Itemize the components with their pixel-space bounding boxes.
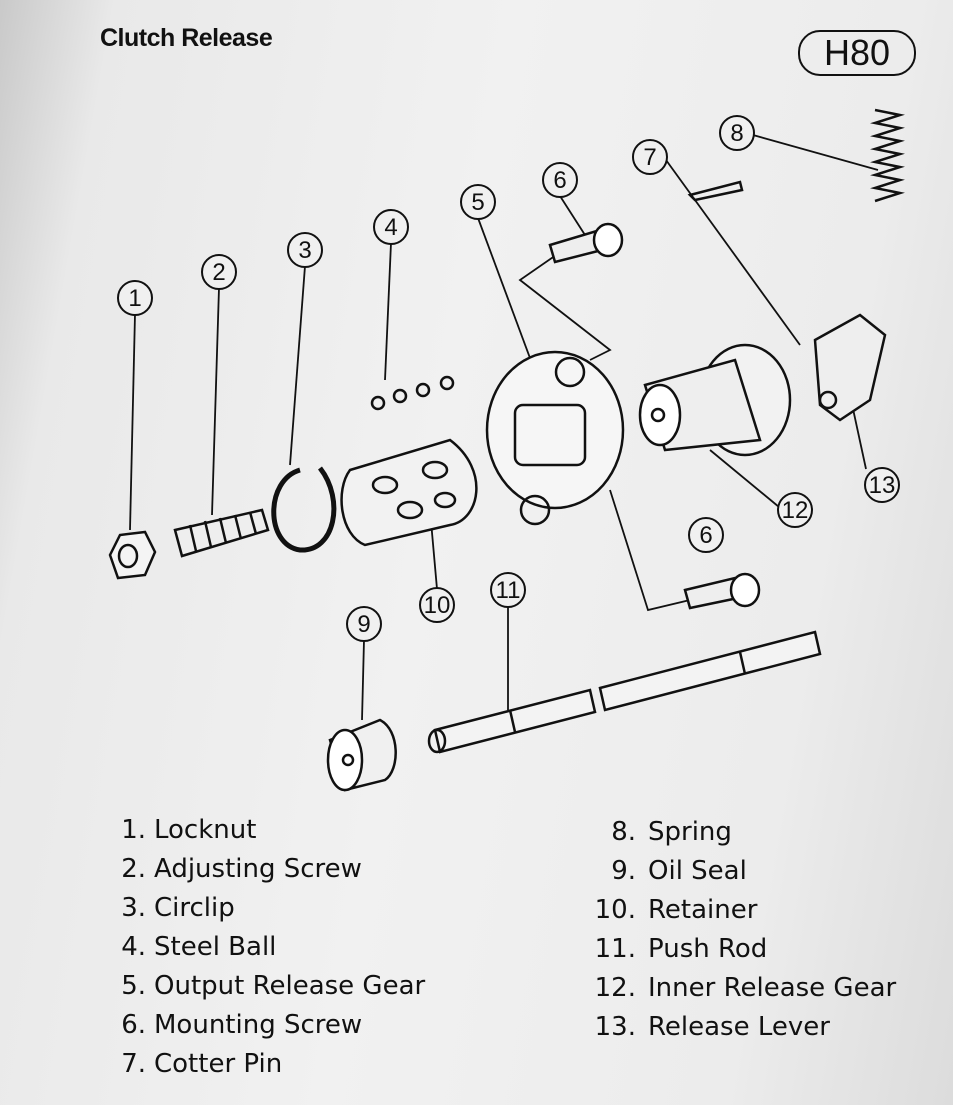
legend-number: 10. (594, 895, 636, 925)
svg-text:6: 6 (699, 522, 712, 549)
callout-13: 13 (864, 467, 900, 503)
parts-legend-left: 1. Locknut 2. Adjusting Screw 3. Circlip 4.… (100, 811, 425, 1084)
mounting-screw-bottom (683, 572, 761, 610)
legend-label: Oil Seal (648, 856, 747, 886)
legend-item: 13. Release Lever (570, 1008, 896, 1047)
callout-6: 6 (542, 162, 578, 198)
callout-2: 2 (201, 254, 237, 290)
legend-item: 11. Push Rod (570, 930, 896, 969)
legend-item: 5. Output Release Gear (100, 967, 425, 1006)
svg-text:5: 5 (471, 189, 484, 216)
page-title: Clutch Release (100, 24, 273, 52)
callout-11: 11 (490, 572, 526, 608)
legend-label: Mounting Screw (154, 1010, 363, 1040)
legend-number: 1. (121, 815, 146, 845)
legend-number: 3. (121, 893, 146, 923)
svg-text:2: 2 (212, 259, 225, 286)
legend-label: Cotter Pin (154, 1049, 283, 1079)
legend-item: 6. Mounting Screw (100, 1006, 425, 1045)
adjusting-screw (173, 508, 270, 558)
legend-number: 4. (121, 932, 146, 962)
legend-label: Spring (648, 817, 732, 847)
legend-number: 11. (594, 934, 636, 964)
locknut (108, 530, 157, 580)
svg-text:6: 6 (553, 167, 566, 194)
svg-text:1: 1 (128, 285, 141, 312)
svg-text:11: 11 (496, 577, 521, 604)
callout-10: 10 (419, 587, 455, 623)
legend-item: 4. Steel Ball (100, 928, 425, 967)
svg-text:8: 8 (730, 120, 743, 147)
legend-number: 2. (121, 854, 146, 884)
svg-text:12: 12 (782, 497, 809, 524)
callout-9: 9 (346, 606, 382, 642)
legend-number: 12. (594, 973, 636, 1003)
legend-label: Steel Ball (154, 932, 277, 962)
callout-1: 1 (117, 280, 153, 316)
legend-label: Inner Release Gear (648, 973, 897, 1003)
legend-item: 10. Retainer (570, 891, 896, 930)
spring (870, 108, 905, 203)
legend-label: Locknut (154, 815, 257, 845)
legend-item: 9. Oil Seal (570, 852, 896, 891)
legend-number: 7. (121, 1049, 146, 1079)
steel-balls (370, 375, 455, 411)
legend-item: 1. Locknut (100, 811, 425, 850)
svg-text:3: 3 (298, 237, 311, 264)
callout-8: 8 (719, 115, 755, 151)
release-lever (813, 313, 887, 422)
legend-item: 7. Cotter Pin (100, 1045, 425, 1084)
callout-7: 7 (632, 139, 668, 175)
legend-item: 8. Spring (570, 813, 896, 852)
callout-12: 12 (777, 492, 813, 528)
callout-3: 3 (287, 232, 323, 268)
legend-label: Circlip (154, 893, 235, 923)
legend-number: 13. (594, 1012, 636, 1042)
circlip (271, 466, 337, 553)
legend-item: 12. Inner Release Gear (570, 969, 897, 1008)
legend-number: 8. (611, 817, 636, 847)
callout-6-bottom: 6 (688, 517, 724, 553)
callout-5: 5 (460, 184, 496, 220)
svg-text:9: 9 (357, 611, 370, 638)
mounting-screw-top (548, 222, 624, 264)
svg-text:4: 4 (384, 214, 397, 241)
parts-legend-right: 8. Spring 9. Oil Seal 10. Retainer 11. Push … (570, 813, 897, 1047)
page-code-badge: H80 (798, 30, 916, 76)
leader-lines (129, 134, 879, 721)
retainer (340, 438, 478, 547)
inner-release-gear (638, 343, 792, 457)
push-rod (427, 630, 822, 754)
svg-text:10: 10 (424, 592, 451, 619)
output-release-gear (485, 350, 625, 526)
legend-number: 9. (611, 856, 636, 886)
legend-number: 6. (121, 1010, 146, 1040)
legend-label: Output Release Gear (154, 971, 426, 1001)
cotter-pin (687, 180, 744, 202)
svg-text:13: 13 (869, 472, 896, 499)
callout-4: 4 (373, 209, 409, 245)
legend-label: Release Lever (648, 1012, 830, 1042)
legend-label: Retainer (648, 895, 758, 925)
legend-label: Push Rod (648, 934, 768, 964)
legend-item: 3. Circlip (100, 889, 425, 928)
oil-seal (326, 718, 397, 792)
legend-label: Adjusting Screw (154, 854, 362, 884)
svg-text:7: 7 (643, 144, 656, 171)
legend-item: 2. Adjusting Screw (100, 850, 425, 889)
legend-number: 5. (121, 971, 146, 1001)
